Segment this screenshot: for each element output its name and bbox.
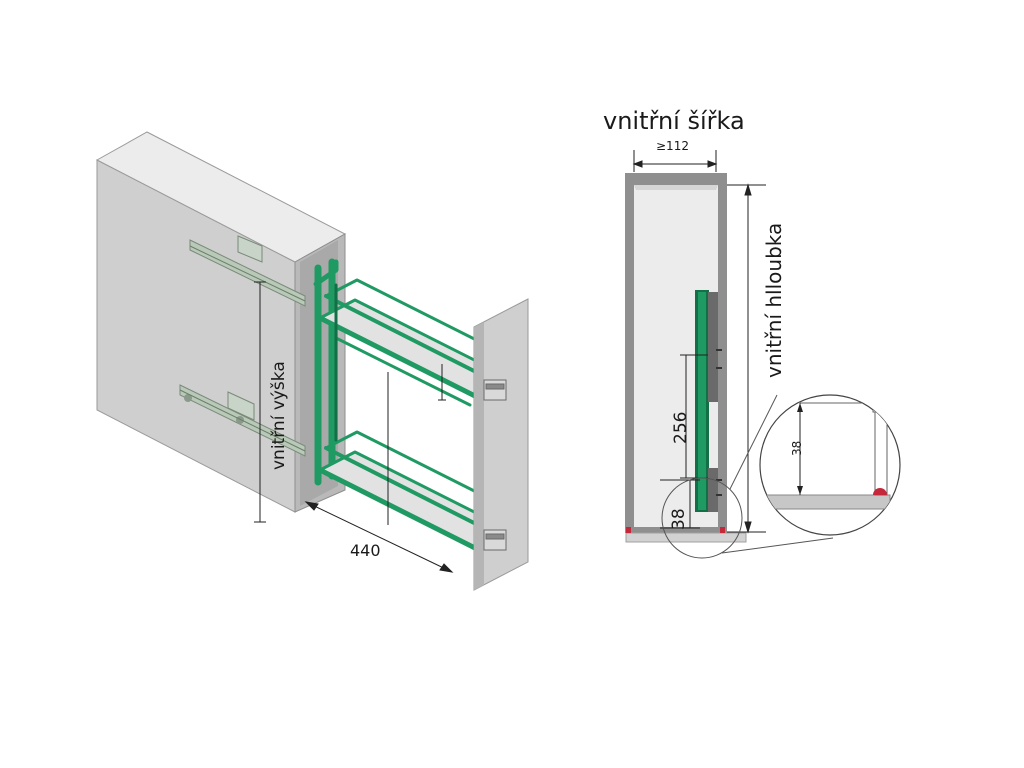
detail-38-label: 38 [790, 441, 804, 456]
section-base-plinth [625, 532, 747, 543]
dimension-256-label: 256 [671, 412, 691, 444]
section-basket [695, 290, 722, 512]
upper-runner [189, 235, 306, 307]
inner-width-title: vnitřní šířka [603, 107, 745, 135]
depth-dimension [727, 183, 766, 534]
section-view: vnitřní šířka ≥112 [603, 107, 901, 559]
inner-height-label: vnitřní výška [269, 361, 289, 470]
iso-dimension-lines [254, 281, 454, 573]
inner-depth-label: vnitřní hlloubka [762, 223, 786, 378]
dimension-38 [660, 479, 700, 529]
length-440-label: 440 [350, 541, 381, 560]
magnify-source-circle [661, 477, 743, 559]
basket-frame [313, 258, 514, 551]
inner-width-value: ≥112 [656, 139, 689, 153]
lower-runner [179, 384, 306, 457]
width-dimension [632, 150, 718, 172]
dimension-38-label: 38 [669, 508, 689, 530]
detail-circle [759, 394, 901, 536]
door-brackets [483, 379, 507, 551]
isometric-view: vnitřní výška 440 [95, 131, 529, 591]
